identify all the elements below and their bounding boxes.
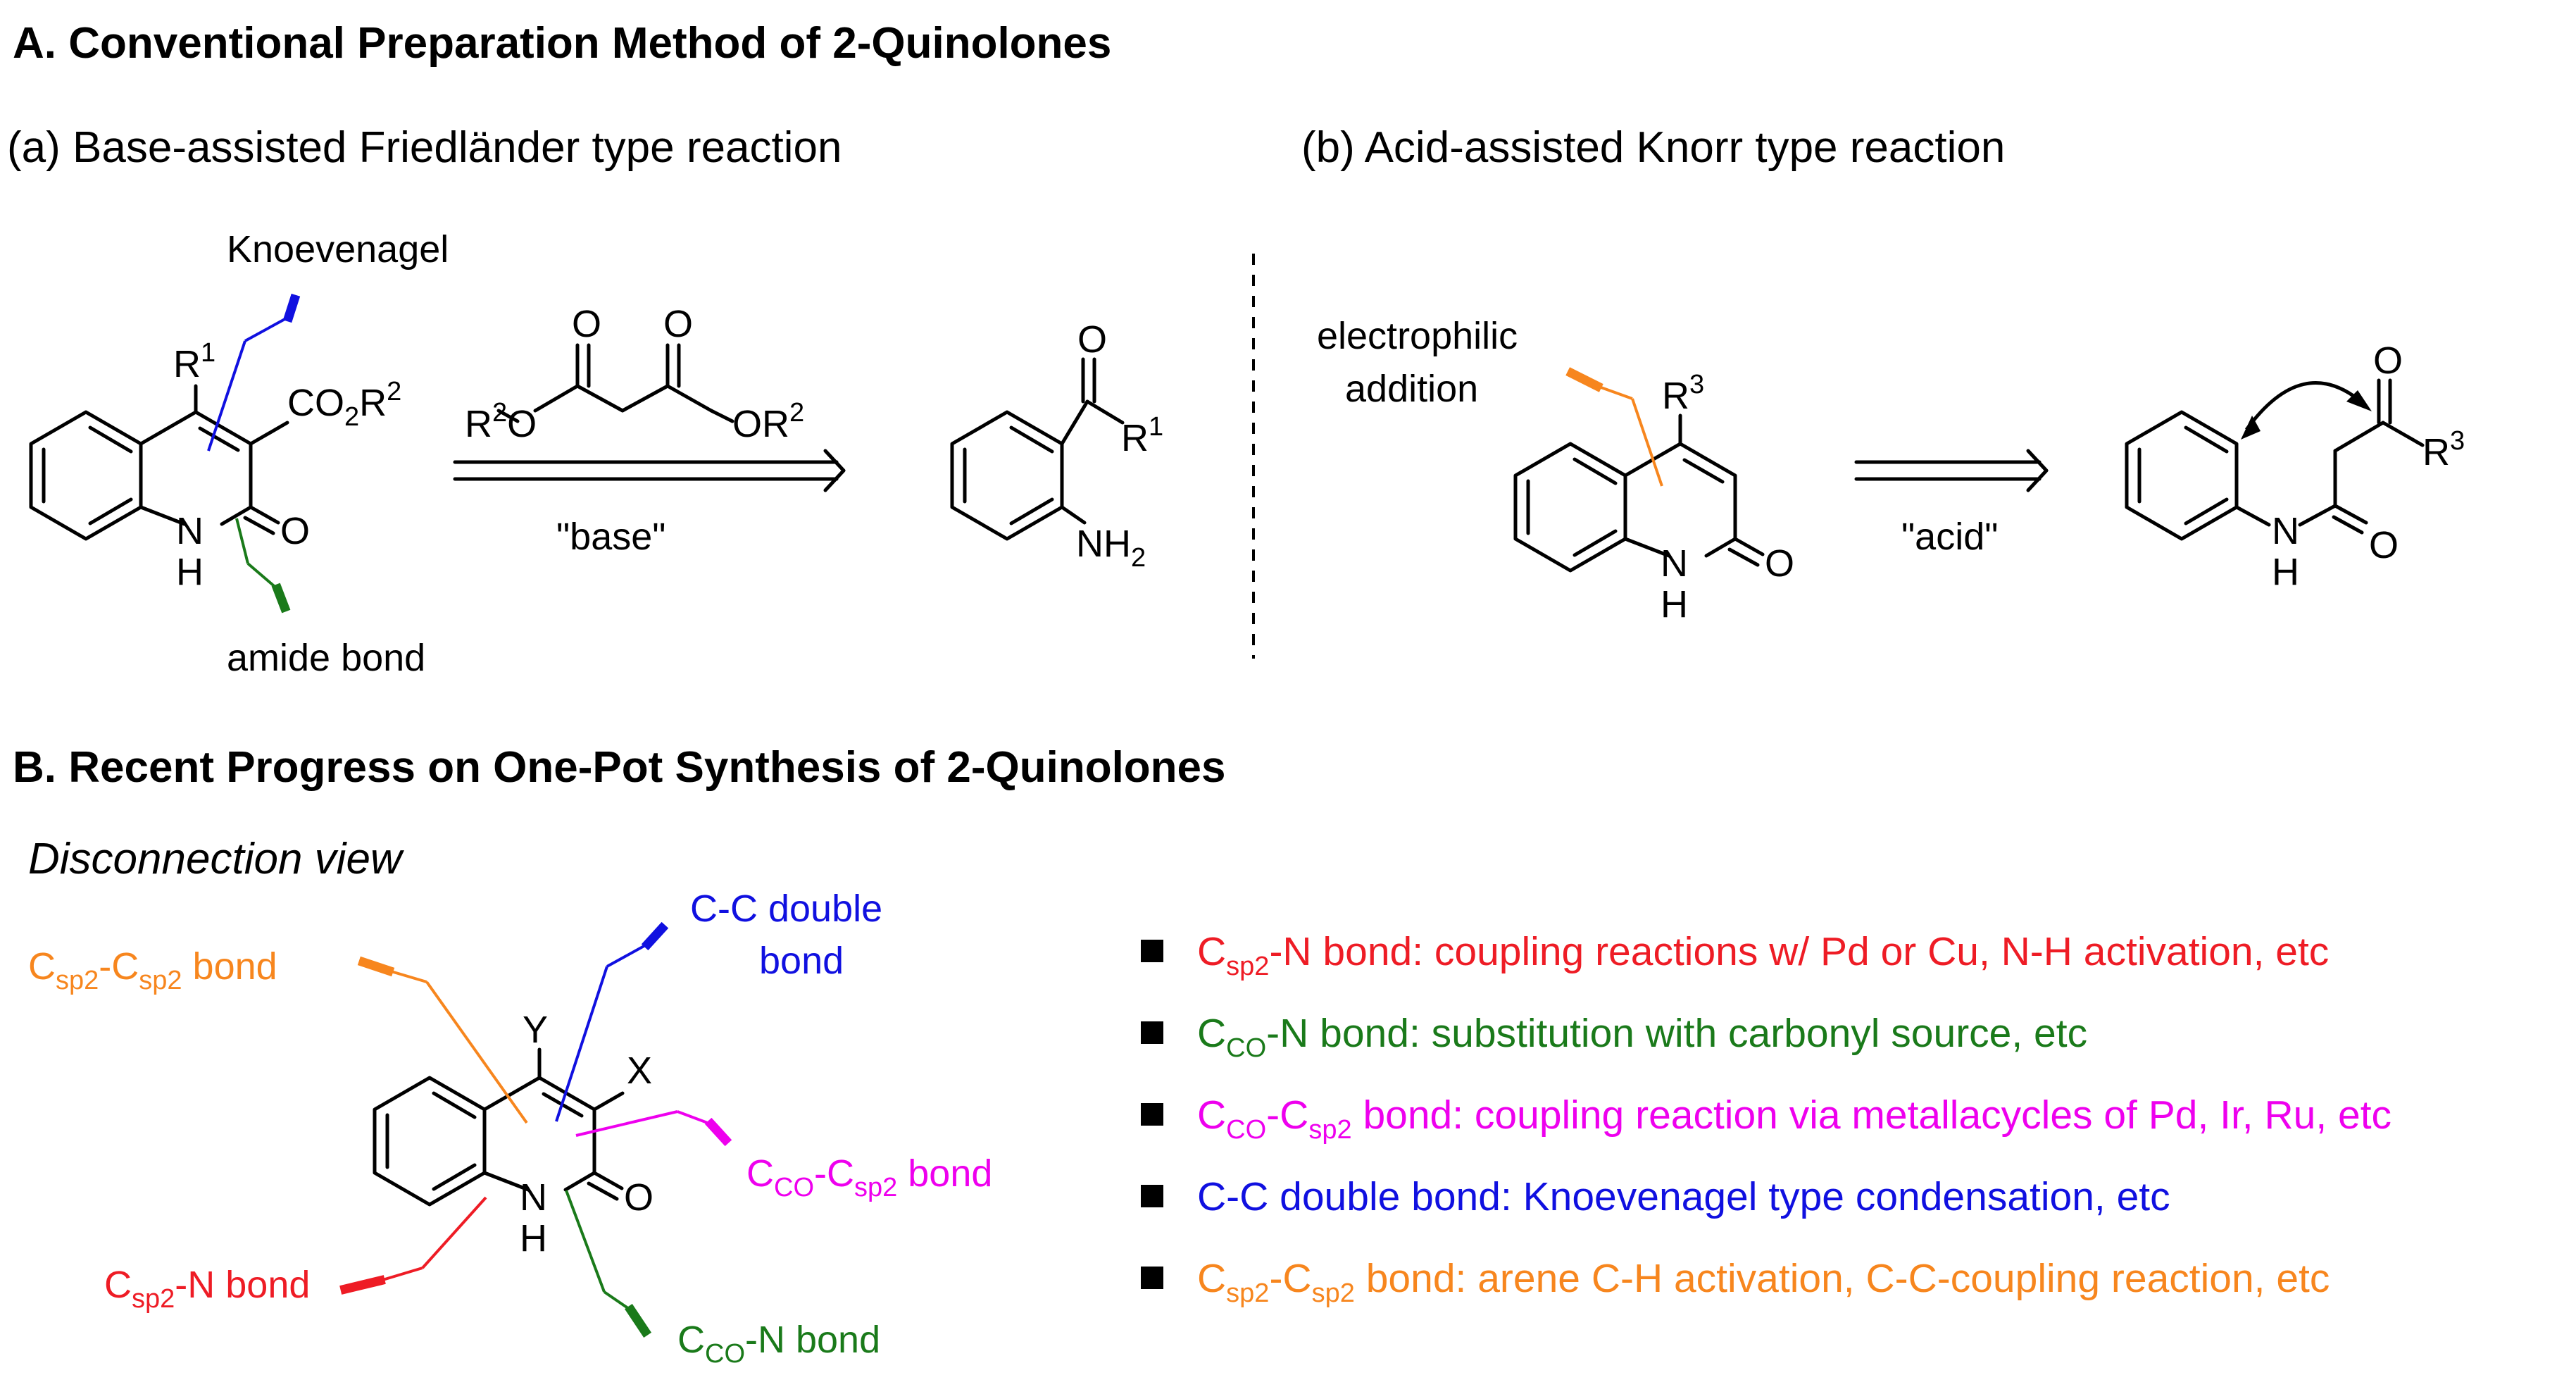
bullet-square	[1141, 1267, 1163, 1289]
curved-arrowhead-right	[2346, 390, 2372, 411]
co2r2-label: CO2R2	[287, 377, 401, 432]
bullet-square	[1141, 1103, 1163, 1126]
bullet-square	[1141, 1185, 1163, 1207]
ketone-o-label: O	[1077, 318, 1107, 361]
malonate-structure	[496, 343, 734, 423]
malonate-left-ester: R2O	[465, 398, 537, 445]
nh-h-label-d: H	[520, 1217, 547, 1259]
cco-csp2-marker	[575, 1110, 732, 1147]
section-a-header: A. Conventional Preparation Method of 2-…	[13, 19, 1111, 68]
amide-bond-marker	[235, 518, 291, 614]
bullet-square	[1141, 940, 1163, 962]
quinolone-ester-structure	[29, 384, 289, 541]
amide-bond-label: amide bond	[227, 637, 425, 679]
reagent-base: "base"	[556, 516, 665, 558]
quinolone-r3-structure	[1513, 413, 1765, 573]
cc-double-bond-marker	[555, 921, 669, 1122]
retro-arrow-b	[1854, 449, 2049, 492]
bullet-item: C-C double bond: Knoevenagel type conden…	[1197, 1174, 2170, 1219]
nh-h-label-b: H	[1661, 583, 1688, 626]
r3-label: R3	[1662, 370, 1704, 417]
malonate-o-top-left: O	[572, 303, 601, 345]
csp2-n-marker	[339, 1196, 487, 1295]
disconnection-quinolone	[373, 1047, 625, 1207]
ketoamide-h: H	[2272, 551, 2299, 593]
bullet-item: CCO-Csp2 bond: coupling reaction via met…	[1197, 1093, 2391, 1145]
bullet-square	[1141, 1021, 1163, 1044]
ketoamide-o: O	[2369, 524, 2399, 566]
reagent-acid: "acid"	[1901, 516, 1998, 558]
cco-n-label: CCO-N bond	[677, 1319, 880, 1369]
cc-double-label-1: C-C double	[690, 888, 882, 930]
cco-csp2-label: CCO-Csp2 bond	[746, 1152, 992, 1202]
malonate-o-top-right: O	[663, 303, 693, 345]
knoevenagel-label: Knoevenagel	[227, 228, 449, 270]
ketoamide-n: N	[2272, 510, 2299, 552]
bullet-item: Csp2-Csp2 bond: arene C-H activation, C-…	[1197, 1256, 2330, 1308]
electrophilic-addition-marker	[1565, 367, 1663, 487]
curved-arrowhead-left	[2241, 416, 2261, 440]
csp2-csp2-label: Csp2-Csp2 bond	[28, 945, 277, 995]
csp2-csp2-marker	[357, 956, 528, 1124]
ketone-r1-label: R1	[1121, 412, 1163, 459]
cc-double-label-2: bond	[759, 940, 844, 982]
nh-n-label: N	[176, 510, 204, 552]
electrophilic-label-line1: electrophilic	[1317, 315, 1518, 357]
r1-label: R1	[173, 338, 215, 385]
carbonyl-o-label-d: O	[624, 1176, 654, 1219]
y-label: Y	[523, 1009, 548, 1051]
benzene-ring	[29, 410, 143, 541]
bullet-item: Csp2-N bond: coupling reactions w/ Pd or…	[1197, 929, 2329, 981]
panel-a-title: (a) Base-assisted Friedländer type react…	[7, 123, 842, 172]
section-b-header: B. Recent Progress on One-Pot Synthesis …	[13, 743, 1226, 792]
disconnection-title: Disconnection view	[28, 835, 405, 883]
ketoamide-r3: R3	[2422, 426, 2465, 473]
nh-n-label-b: N	[1661, 542, 1688, 585]
aminoketone-structure	[950, 357, 1125, 541]
carbonyl-o-label-b: O	[1765, 542, 1794, 585]
carbonyl-o-label: O	[280, 510, 310, 552]
ketoamide-structure	[2125, 378, 2425, 541]
bullet-list: Csp2-N bond: coupling reactions w/ Pd or…	[1141, 929, 2391, 1308]
x-label: X	[627, 1050, 652, 1092]
bullet-item: CCO-N bond: substitution with carbonyl s…	[1197, 1011, 2087, 1063]
malonate-right-ester: OR2	[732, 398, 804, 445]
nh-n-label-d: N	[520, 1176, 547, 1219]
csp2-n-label: Csp2-N bond	[104, 1264, 310, 1314]
ketoamide-o-top: O	[2373, 340, 2403, 382]
electrophilic-label-line2: addition	[1345, 368, 1478, 410]
ketoamide-curved-arrow	[2244, 381, 2364, 431]
nh-h-label: H	[176, 551, 204, 593]
knoevenagel-marker	[207, 293, 301, 452]
retro-arrow-a	[453, 449, 846, 492]
nh2-label: NH2	[1076, 523, 1146, 573]
cco-n-marker	[565, 1190, 652, 1338]
panel-b-title: (b) Acid-assisted Knorr type reaction	[1301, 123, 2005, 172]
